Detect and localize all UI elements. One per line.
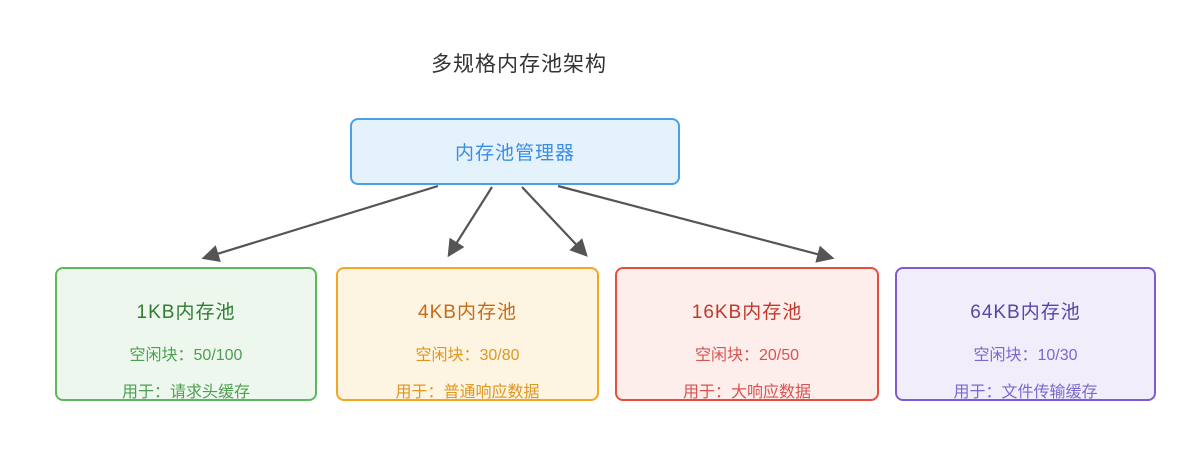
- pool-node-1kb: 1KB内存池 空闲块：50/100 用于：请求头缓存: [55, 267, 317, 401]
- arrow-manager-to-pool-1kb: [201, 184, 439, 263]
- pool-node-64kb: 64KB内存池 空闲块：10/30 用于：文件传输缓存: [895, 267, 1156, 401]
- pool-name: 16KB内存池: [691, 302, 803, 323]
- pool-name: 1KB内存池: [136, 302, 236, 323]
- arrow-manager-to-pool-4kb: [447, 186, 493, 258]
- pool-free-blocks: 空闲块：10/30: [973, 347, 1078, 364]
- pool-free-blocks: 空闲块：30/80: [415, 347, 520, 364]
- pool-usage: 用于：请求头缓存: [121, 384, 250, 401]
- pool-usage: 用于：普通响应数据: [395, 384, 540, 401]
- pool-usage: 用于：大响应数据: [682, 384, 811, 401]
- arrow-manager-to-pool-16kb: [521, 186, 588, 257]
- pool-name: 64KB内存池: [970, 302, 1081, 323]
- diagram-title: 多规格内存池架构: [431, 53, 607, 76]
- pool-name: 4KB内存池: [418, 302, 517, 323]
- pool-node-16kb: 16KB内存池 空闲块：20/50 用于：大响应数据: [615, 267, 879, 401]
- memory-pool-manager-node: 内存池管理器: [350, 118, 680, 185]
- pool-node-4kb: 4KB内存池 空闲块：30/80 用于：普通响应数据: [336, 267, 599, 401]
- pool-free-blocks: 空闲块：20/50: [694, 347, 800, 364]
- arrow-manager-to-pool-64kb: [557, 184, 835, 263]
- pool-free-blocks: 空闲块：50/100: [129, 347, 243, 364]
- pool-usage: 用于：文件传输缓存: [953, 384, 1098, 401]
- manager-node-label: 内存池管理器: [454, 143, 575, 164]
